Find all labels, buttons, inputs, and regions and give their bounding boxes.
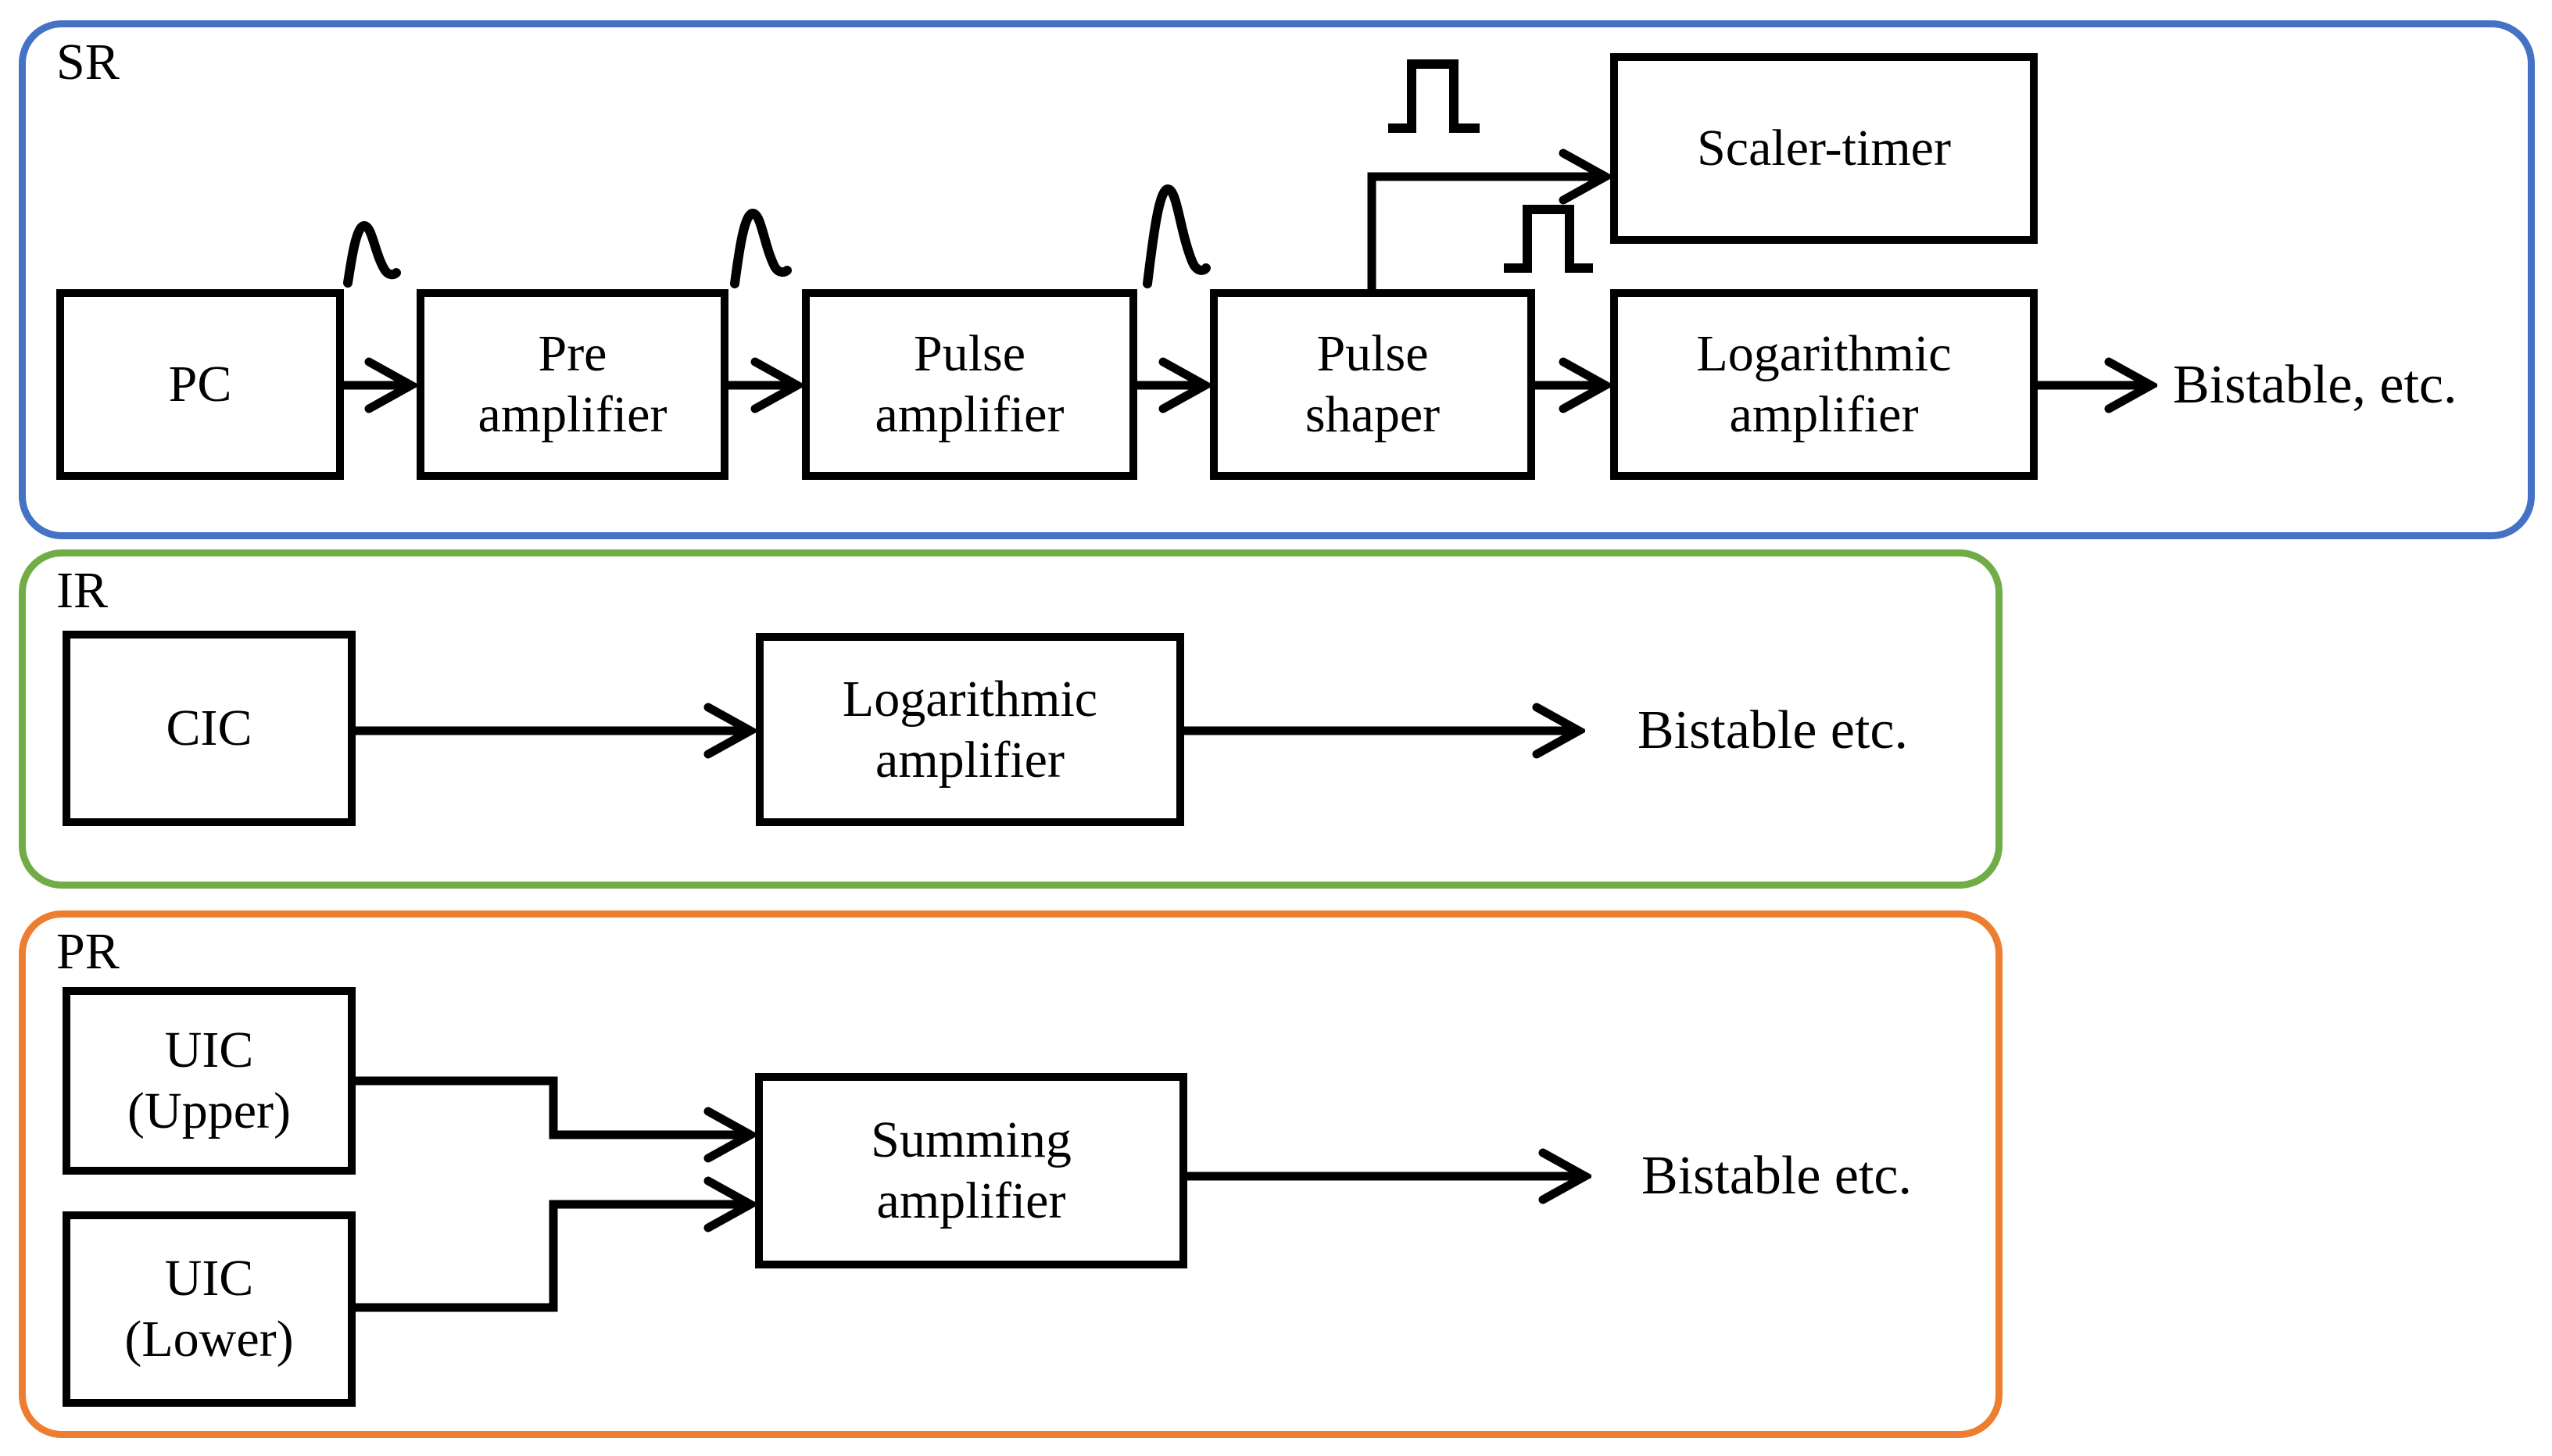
section-pr-label: PR bbox=[56, 923, 120, 980]
block-pc: PC bbox=[56, 289, 344, 480]
block-uic-lower-label-2: (Lower) bbox=[124, 1311, 294, 1368]
block-summing-amplifier-label-2: amplifier bbox=[876, 1172, 1066, 1229]
block-uic-upper: UIC (Upper) bbox=[63, 987, 356, 1175]
block-pre-amplifier-label: Pre bbox=[538, 325, 607, 382]
section-sr-label: SR bbox=[56, 34, 120, 91]
pr-output-text: Bistable etc. bbox=[1641, 1146, 1913, 1206]
block-pre-amplifier: Pre amplifier bbox=[417, 289, 728, 480]
sr-output-text: Bistable, etc. bbox=[2173, 355, 2457, 415]
block-pc-label: PC bbox=[168, 356, 232, 413]
block-uic-upper-label-2: (Upper) bbox=[127, 1082, 291, 1139]
block-pre-amplifier-label-2: amplifier bbox=[478, 386, 668, 443]
block-pulse-amplifier-label: Pulse bbox=[913, 325, 1026, 382]
block-pulse-shaper: Pulse shaper bbox=[1210, 289, 1535, 480]
block-logarithmic-amplifier-ir: Logarithmic amplifier bbox=[756, 633, 1184, 826]
section-ir-frame bbox=[19, 549, 2003, 889]
block-summing-amplifier: Summing amplifier bbox=[755, 1073, 1187, 1268]
block-pulse-shaper-label-2: shaper bbox=[1305, 386, 1441, 443]
block-scaler-timer-label: Scaler-timer bbox=[1697, 120, 1951, 177]
block-pulse-amplifier: Pulse amplifier bbox=[802, 289, 1137, 480]
block-uic-lower: UIC (Lower) bbox=[63, 1211, 356, 1407]
block-cic: CIC bbox=[63, 631, 356, 826]
section-sr-frame bbox=[19, 20, 2535, 539]
section-ir-label: IR bbox=[56, 562, 108, 619]
block-logarithmic-amplifier-sr-label: Logarithmic bbox=[1696, 325, 1952, 382]
block-logarithmic-amplifier-sr: Logarithmic amplifier bbox=[1610, 289, 2038, 480]
block-logarithmic-amplifier-sr-label-2: amplifier bbox=[1729, 386, 1919, 443]
block-scaler-timer: Scaler-timer bbox=[1610, 53, 2038, 244]
block-pulse-shaper-label: Pulse bbox=[1316, 325, 1429, 382]
block-cic-label: CIC bbox=[166, 699, 252, 757]
section-pr-frame bbox=[19, 910, 2003, 1438]
block-pulse-amplifier-label-2: amplifier bbox=[875, 386, 1065, 443]
block-logarithmic-amplifier-ir-label: Logarithmic bbox=[842, 670, 1098, 728]
block-summing-amplifier-label: Summing bbox=[871, 1111, 1072, 1168]
block-uic-upper-label: UIC bbox=[164, 1021, 254, 1079]
block-logarithmic-amplifier-ir-label-2: amplifier bbox=[875, 731, 1065, 789]
block-uic-lower-label: UIC bbox=[164, 1250, 254, 1307]
ir-output-text: Bistable etc. bbox=[1638, 700, 1909, 760]
